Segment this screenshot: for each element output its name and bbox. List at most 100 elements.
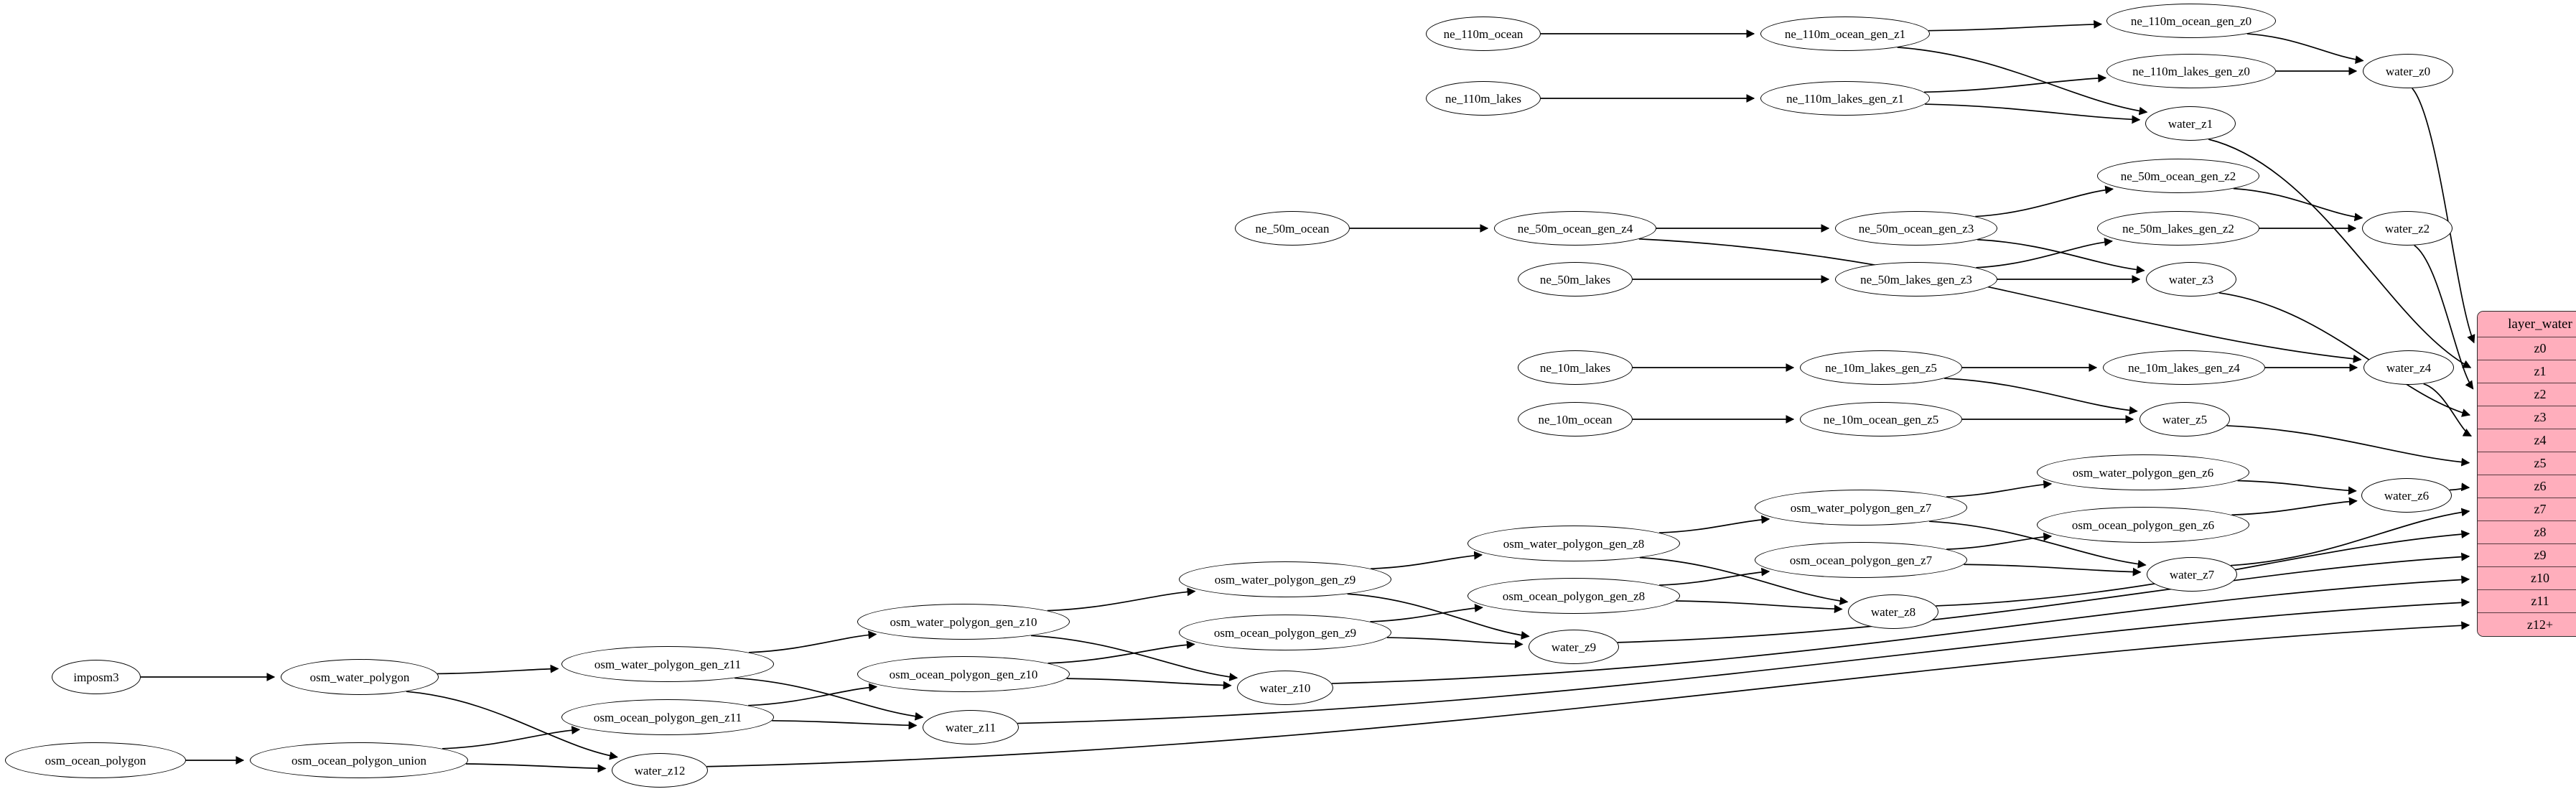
graph-node-water_z9[interactable]: water_z9 bbox=[1529, 630, 1619, 664]
graph-node-ne_110m_ocean_gen_z1[interactable]: ne_110m_ocean_gen_z1 bbox=[1760, 17, 1930, 51]
graph-node-osm_water_polygon_gen_z10[interactable]: osm_water_polygon_gen_z10 bbox=[857, 604, 1070, 640]
graph-node-label: ne_50m_ocean_gen_z4 bbox=[1517, 221, 1633, 235]
graph-node-label: water_z3 bbox=[2168, 272, 2214, 286]
graph-node-label: osm_water_polygon bbox=[309, 670, 410, 684]
graph-node-ne_110m_lakes_gen_z0[interactable]: ne_110m_lakes_gen_z0 bbox=[2106, 54, 2276, 88]
graph-node-label: osm_water_polygon_gen_z9 bbox=[1214, 572, 1356, 587]
graph-node-osm_water_polygon_gen_z7[interactable]: osm_water_polygon_gen_z7 bbox=[1755, 490, 1967, 526]
graph-node-ne_10m_lakes[interactable]: ne_10m_lakes bbox=[1518, 350, 1633, 385]
graph-edge bbox=[1347, 593, 1530, 640]
record-title: layer_water bbox=[2478, 312, 2576, 337]
record-row-z12p[interactable]: z12+ bbox=[2478, 613, 2576, 636]
graph-node-osm_ocean_polygon_gen_z6[interactable]: osm_ocean_polygon_gen_z6 bbox=[2037, 507, 2249, 543]
graph-node-label: water_z0 bbox=[2385, 64, 2431, 78]
graph-node-ne_50m_ocean_gen_z2[interactable]: ne_50m_ocean_gen_z2 bbox=[2097, 159, 2259, 193]
graph-node-label: ne_10m_lakes bbox=[1539, 360, 1611, 375]
record-row-z0[interactable]: z0 bbox=[2478, 337, 2576, 360]
graph-edge bbox=[1370, 603, 1483, 622]
graph-node-ne_50m_ocean_gen_z3[interactable]: ne_50m_ocean_gen_z3 bbox=[1835, 211, 1997, 246]
graph-edge bbox=[748, 683, 878, 706]
graph-node-ne_110m_lakes[interactable]: ne_110m_lakes bbox=[1426, 81, 1541, 116]
graph-node-label: water_z7 bbox=[2169, 567, 2215, 582]
graph-node-ne_10m_ocean_gen_z5[interactable]: ne_10m_ocean_gen_z5 bbox=[1800, 402, 1962, 436]
record-row-z2[interactable]: z2 bbox=[2478, 383, 2576, 406]
graph-node-osm_water_polygon[interactable]: osm_water_polygon bbox=[281, 659, 439, 695]
graph-edge bbox=[2231, 497, 2358, 516]
graph-edge bbox=[1030, 635, 1238, 681]
graph-node-ne_110m_ocean_gen_z0[interactable]: ne_110m_ocean_gen_z0 bbox=[2106, 4, 2276, 38]
graph-node-label: osm_water_polygon_gen_z11 bbox=[594, 657, 742, 671]
graph-node-label: ne_50m_lakes bbox=[1539, 272, 1611, 286]
graph-node-label: osm_ocean_polygon_gen_z11 bbox=[593, 710, 742, 724]
graph-node-ne_110m_lakes_gen_z1[interactable]: ne_110m_lakes_gen_z1 bbox=[1760, 81, 1930, 116]
graph-edge bbox=[2246, 33, 2364, 65]
graph-edge bbox=[1944, 378, 2138, 415]
record-row-z5[interactable]: z5 bbox=[2478, 452, 2576, 475]
graph-edge bbox=[2412, 88, 2475, 344]
graph-node-water_z2[interactable]: water_z2 bbox=[2362, 211, 2453, 246]
record-row-z4[interactable]: z4 bbox=[2478, 429, 2576, 452]
graph-edge bbox=[2449, 482, 2470, 492]
graph-node-ne_50m_lakes[interactable]: ne_50m_lakes bbox=[1518, 262, 1633, 297]
graph-node-ne_10m_lakes_gen_z5[interactable]: ne_10m_lakes_gen_z5 bbox=[1800, 350, 1962, 385]
graph-node-ne_10m_ocean[interactable]: ne_10m_ocean bbox=[1518, 402, 1633, 436]
graph-node-water_z8[interactable]: water_z8 bbox=[1848, 594, 1938, 629]
graph-node-osm_ocean_polygon_gen_z7[interactable]: osm_ocean_polygon_gen_z7 bbox=[1755, 542, 1967, 578]
graph-node-water_z1[interactable]: water_z1 bbox=[2145, 106, 2236, 141]
graph-node-ne_50m_lakes_gen_z2[interactable]: ne_50m_lakes_gen_z2 bbox=[2097, 211, 2259, 246]
graph-node-water_z4[interactable]: water_z4 bbox=[2363, 350, 2454, 385]
record-row-z7[interactable]: z7 bbox=[2478, 498, 2576, 521]
graph-node-label: osm_water_polygon_gen_z8 bbox=[1503, 536, 1645, 551]
record-row-z10[interactable]: z10 bbox=[2478, 567, 2576, 590]
graph-node-water_z5[interactable]: water_z5 bbox=[2139, 402, 2230, 436]
graph-node-ne_50m_ocean[interactable]: ne_50m_ocean bbox=[1235, 211, 1350, 246]
record-row-z9[interactable]: z9 bbox=[2478, 544, 2576, 567]
graph-node-label: water_z8 bbox=[1870, 604, 1916, 619]
graph-node-water_z0[interactable]: water_z0 bbox=[2363, 54, 2453, 88]
graph-node-label: osm_water_polygon_gen_z7 bbox=[1790, 500, 1932, 515]
graph-node-label: imposm3 bbox=[73, 670, 119, 684]
graph-node-ne_10m_lakes_gen_z4[interactable]: ne_10m_lakes_gen_z4 bbox=[2103, 350, 2265, 385]
graph-edge bbox=[2414, 245, 2474, 390]
graph-node-water_z11[interactable]: water_z11 bbox=[923, 710, 1019, 744]
graph-node-imposm3[interactable]: imposm3 bbox=[52, 660, 141, 694]
record-row-z11[interactable]: z11 bbox=[2478, 590, 2576, 613]
graph-node-osm_ocean_polygon_gen_z9[interactable]: osm_ocean_polygon_gen_z9 bbox=[1179, 615, 1391, 650]
record-row-z3[interactable]: z3 bbox=[2478, 406, 2576, 429]
graph-node-water_z12[interactable]: water_z12 bbox=[612, 753, 708, 788]
graph-node-osm_water_polygon_gen_z9[interactable]: osm_water_polygon_gen_z9 bbox=[1179, 561, 1391, 597]
graph-edge bbox=[1676, 600, 1843, 614]
graph-node-osm_ocean_polygon_gen_z8[interactable]: osm_ocean_polygon_gen_z8 bbox=[1467, 578, 1680, 614]
graph-node-osm_water_polygon_gen_z11[interactable]: osm_water_polygon_gen_z11 bbox=[561, 646, 774, 682]
graph-node-water_z6[interactable]: water_z6 bbox=[2361, 478, 2452, 513]
graph-node-label: ne_10m_ocean_gen_z5 bbox=[1823, 412, 1939, 426]
graph-edge bbox=[1975, 185, 2114, 218]
graph-node-label: water_z4 bbox=[2386, 360, 2432, 375]
graph-node-label: ne_110m_ocean bbox=[1443, 27, 1523, 41]
graph-node-osm_ocean_polygon[interactable]: osm_ocean_polygon bbox=[5, 742, 186, 778]
graph-node-osm_ocean_polygon_gen_z10[interactable]: osm_ocean_polygon_gen_z10 bbox=[857, 656, 1070, 692]
graph-node-water_z7[interactable]: water_z7 bbox=[2147, 557, 2237, 592]
graph-node-osm_ocean_polygon_gen_z11[interactable]: osm_ocean_polygon_gen_z11 bbox=[561, 699, 774, 735]
record-row-z6[interactable]: z6 bbox=[2478, 475, 2576, 498]
graph-node-osm_water_polygon_gen_z6[interactable]: osm_water_polygon_gen_z6 bbox=[2037, 454, 2249, 490]
graph-edge bbox=[1017, 598, 2470, 724]
graph-node-label: ne_10m_lakes_gen_z4 bbox=[2128, 360, 2240, 375]
graph-edge bbox=[1617, 552, 2470, 643]
graph-node-water_z10[interactable]: water_z10 bbox=[1237, 671, 1333, 705]
graph-node-ne_110m_ocean[interactable]: ne_110m_ocean bbox=[1426, 17, 1541, 51]
graph-edge bbox=[1946, 532, 2053, 551]
graph-node-osm_ocean_polygon_union[interactable]: osm_ocean_polygon_union bbox=[250, 742, 468, 778]
graph-edge bbox=[1897, 47, 2148, 116]
graph-node-ne_50m_ocean_gen_z4[interactable]: ne_50m_ocean_gen_z4 bbox=[1494, 211, 1656, 246]
record-row-z1[interactable]: z1 bbox=[2478, 360, 2576, 383]
graph-node-osm_water_polygon_gen_z8[interactable]: osm_water_polygon_gen_z8 bbox=[1467, 526, 1680, 561]
graph-edge bbox=[2233, 187, 2363, 222]
record-row-z8[interactable]: z8 bbox=[2478, 521, 2576, 544]
graph-node-label: water_z5 bbox=[2162, 412, 2208, 426]
graph-node-water_z3[interactable]: water_z3 bbox=[2146, 262, 2236, 297]
graph-node-ne_50m_lakes_gen_z3[interactable]: ne_50m_lakes_gen_z3 bbox=[1835, 262, 1997, 297]
graph-edge bbox=[706, 621, 2470, 767]
